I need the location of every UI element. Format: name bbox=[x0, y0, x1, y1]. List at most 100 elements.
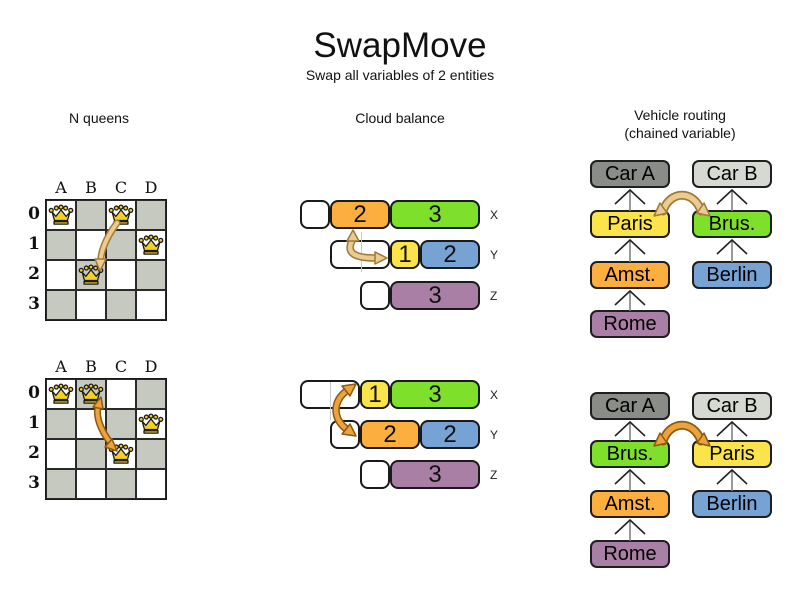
computer-label: X bbox=[490, 388, 499, 402]
computer-label: X bbox=[490, 208, 499, 222]
guide-line bbox=[330, 382, 331, 420]
board-cell bbox=[46, 230, 76, 260]
board-row-label: 3 bbox=[28, 473, 40, 493]
board-cell bbox=[76, 439, 106, 469]
board-cell bbox=[76, 200, 106, 230]
vehicle-box: Brus. bbox=[692, 210, 772, 238]
chain-arrow-icon bbox=[612, 187, 648, 216]
board-cell bbox=[106, 469, 136, 499]
cloud-process-block: 2 bbox=[420, 240, 480, 269]
vehicle-heading-line2: (chained variable) bbox=[624, 125, 736, 141]
board-cell bbox=[136, 290, 166, 320]
board-row-label: 1 bbox=[28, 234, 40, 254]
queen-icon bbox=[138, 413, 164, 434]
board-cell bbox=[136, 379, 166, 409]
chain-arrow-icon bbox=[612, 288, 648, 316]
queen bbox=[108, 203, 134, 227]
cloud-process-block: 3 bbox=[390, 200, 480, 229]
board-col-label: B bbox=[85, 357, 97, 376]
computer-label: Y bbox=[490, 248, 499, 262]
board-cell bbox=[46, 260, 76, 290]
cloud-process-block: 1 bbox=[360, 380, 390, 409]
vehicle-box: Rome bbox=[590, 540, 670, 568]
cloud-process-block: 2 bbox=[330, 200, 390, 229]
board-row-label: 1 bbox=[28, 413, 40, 433]
queen-icon bbox=[108, 204, 134, 225]
queen-icon bbox=[78, 264, 104, 285]
board-col-label: A bbox=[55, 178, 67, 197]
board-cell bbox=[76, 230, 106, 260]
queen bbox=[78, 382, 104, 406]
board-col-label: A bbox=[55, 357, 67, 376]
cloud-slack bbox=[300, 200, 330, 229]
queen bbox=[78, 263, 104, 287]
board-col-label: C bbox=[114, 178, 128, 197]
queen bbox=[108, 442, 134, 466]
board-col-label: D bbox=[144, 357, 158, 376]
board-cell bbox=[106, 260, 136, 290]
board-cell bbox=[76, 409, 106, 439]
board-cell bbox=[106, 230, 136, 260]
queen bbox=[138, 233, 164, 257]
page-subtitle: Swap all variables of 2 entities bbox=[305, 67, 495, 83]
board-row-label: 0 bbox=[28, 204, 40, 224]
vehicle-box: Brus. bbox=[590, 440, 670, 468]
board-col-label: C bbox=[114, 357, 128, 376]
board-cell bbox=[106, 409, 136, 439]
vehicle-heading-line1: Vehicle routing bbox=[634, 107, 726, 123]
vehicle-box: Car A bbox=[590, 160, 670, 188]
board-cell bbox=[136, 260, 166, 290]
chain-arrow-icon bbox=[714, 419, 750, 446]
queen-icon bbox=[48, 204, 74, 225]
vehicle-box: Car B bbox=[692, 392, 772, 420]
queen-icon bbox=[138, 234, 164, 255]
vehicle-box: Berlin bbox=[692, 490, 772, 518]
cloud-slack bbox=[330, 240, 390, 269]
board-cell bbox=[46, 290, 76, 320]
vehicle-box: Berlin bbox=[692, 261, 772, 289]
queen bbox=[138, 412, 164, 436]
chain-arrow-icon bbox=[612, 237, 648, 267]
board-cell bbox=[76, 469, 106, 499]
board-cell bbox=[136, 469, 166, 499]
queen bbox=[48, 382, 74, 406]
cloud-slack bbox=[360, 460, 390, 489]
queen-icon bbox=[78, 383, 104, 404]
board-cell bbox=[46, 409, 76, 439]
board-cell bbox=[76, 290, 106, 320]
queen bbox=[48, 203, 74, 227]
board-col-label: B bbox=[85, 178, 97, 197]
board-cell bbox=[106, 379, 136, 409]
board-cell bbox=[106, 290, 136, 320]
cloud-process-block: 2 bbox=[360, 420, 420, 449]
cloud-slack bbox=[360, 281, 390, 310]
chain-arrow-icon bbox=[612, 467, 648, 496]
chain-arrow-icon bbox=[612, 419, 648, 446]
vehicle-box: Amst. bbox=[590, 261, 670, 289]
nqueens-heading: N queens bbox=[69, 110, 129, 126]
computer-label: Z bbox=[490, 468, 498, 482]
cloud-process-block: 3 bbox=[390, 460, 480, 489]
queen-icon bbox=[48, 383, 74, 404]
page-title: SwapMove bbox=[313, 26, 487, 65]
vehicle-box: Car A bbox=[590, 392, 670, 420]
chain-arrow-icon bbox=[714, 187, 750, 216]
cloud-process-block: 3 bbox=[390, 281, 480, 310]
board-row-label: 3 bbox=[28, 294, 40, 314]
cloud-process-block: 2 bbox=[420, 420, 480, 449]
board-cell bbox=[46, 439, 76, 469]
cloud-slack bbox=[330, 420, 360, 449]
vehicle-box: Car B bbox=[692, 160, 772, 188]
chain-arrow-icon bbox=[714, 237, 750, 267]
board-cell bbox=[136, 200, 166, 230]
vehicle-box: Paris bbox=[692, 440, 772, 468]
computer-label: Z bbox=[490, 289, 498, 303]
computer-label: Y bbox=[490, 428, 499, 442]
board-row-label: 0 bbox=[28, 383, 40, 403]
board-cell bbox=[46, 469, 76, 499]
guide-line bbox=[361, 232, 362, 272]
cloud-process-block: 1 bbox=[390, 240, 420, 269]
